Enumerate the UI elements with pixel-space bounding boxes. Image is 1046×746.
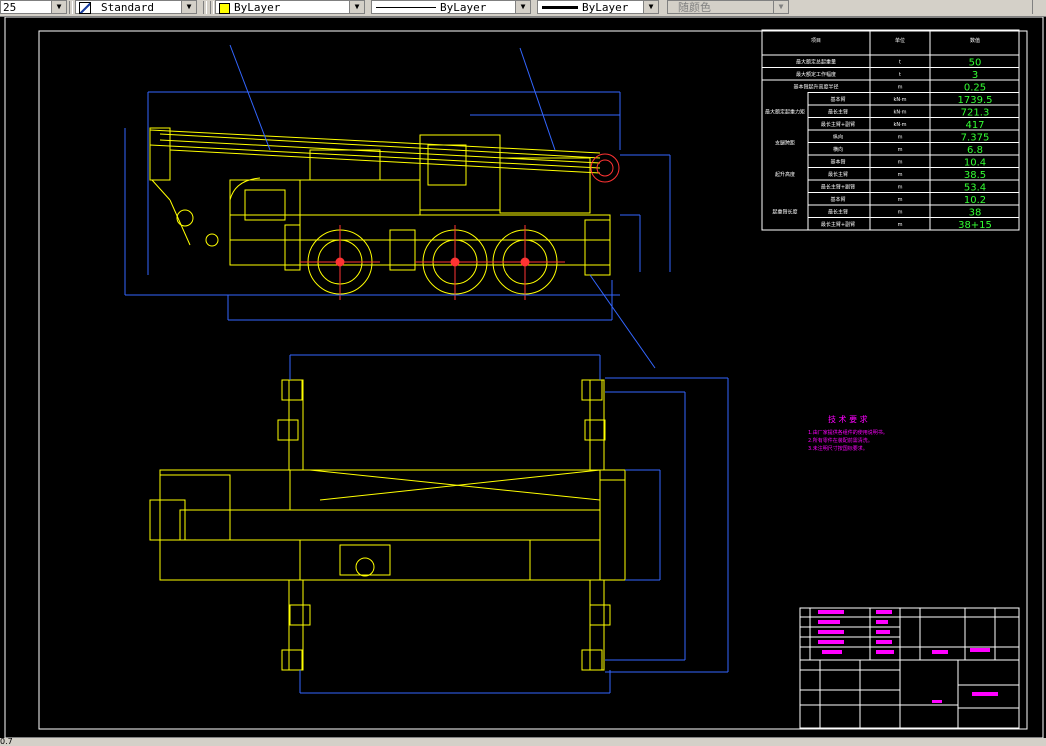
table-row-unit: m [898, 159, 903, 165]
table-row-label: 基本臂 [830, 96, 845, 103]
table-row-label: 基本臂 [830, 158, 845, 165]
table-row-value: 50 [969, 57, 982, 68]
wheel-centers [300, 225, 565, 300]
notes-line-1: 1.由厂家提供各组件的使用说明书。 [808, 429, 888, 436]
table-row-value: 53.4 [964, 182, 986, 193]
table-row-value: 7.375 [961, 132, 990, 143]
lineweight-value: ByLayer [582, 1, 629, 14]
drawing-area[interactable]: 项目 单位 数值最大额定总起重量 t 50 最大额定工作幅度 t 3 基本臂起升高度半径 m 0.2… [0, 17, 1046, 738]
table-row-unit: t [899, 72, 901, 78]
title-block [799, 607, 1020, 729]
table-row-label: 最大额定总起重量 [796, 58, 836, 65]
crane-side-view [149, 127, 620, 295]
chevron-down-icon[interactable]: ▼ [51, 1, 66, 13]
chevron-down-icon[interactable]: ▼ [349, 1, 364, 13]
top-view-dimensions [289, 354, 729, 694]
toolbar-separator [69, 1, 73, 14]
color-value: ByLayer [234, 1, 281, 14]
color-swatch [219, 3, 230, 14]
table-row-label: 基本臂 [830, 196, 845, 203]
table-row-value: 38 [969, 207, 982, 218]
table-row-unit: kN·m [893, 97, 906, 103]
table-row-unit: m [898, 172, 903, 178]
command-text: 0.7 [0, 737, 13, 746]
drawing-border [38, 30, 1028, 730]
table-header-1: 单位 [895, 37, 905, 44]
table-row-unit: m [898, 197, 903, 203]
table-row-unit: kN·m [893, 109, 906, 115]
table-row-label: 纵向 [833, 133, 843, 140]
notes-title: 技 术 要 求 [828, 414, 868, 424]
table-row-value: 721.3 [961, 107, 990, 118]
table-row-value: 10.4 [964, 157, 986, 168]
table-row-value: 3 [972, 70, 978, 81]
plot-style-value: 随颜色 [678, 1, 711, 14]
chevron-down-icon[interactable]: ▼ [181, 1, 196, 13]
table-row-unit: t [899, 59, 901, 65]
chevron-down-icon[interactable]: ▼ [515, 1, 530, 13]
table-row-value: 0.25 [964, 82, 986, 93]
table-row-value: 417 [965, 120, 984, 131]
chevron-down-icon[interactable]: ▼ [643, 1, 658, 13]
table-group-label: 最大额定起重力矩 [765, 108, 805, 115]
toolbar-end [1032, 0, 1046, 14]
table-group-label: 起升高度 [775, 171, 795, 178]
linetype-combo[interactable]: ByLayer ▼ [371, 0, 531, 14]
table-row-label: 最大额定工作幅度 [796, 71, 836, 78]
title-block-labels [818, 610, 998, 703]
table-row-unit: kN·m [893, 122, 906, 128]
lineweight-combo[interactable]: ByLayer ▼ [537, 0, 659, 14]
technical-notes: 技 术 要 求 1.由厂家提供各组件的使用说明书。 2.所有零件在装配前需清洗。… [808, 414, 888, 452]
toolbar-separator [203, 1, 207, 14]
table-row-unit: m [898, 209, 903, 215]
table-row-label: 最长主臂 [828, 171, 848, 178]
table-row-label: 最长主臂+副臂 [821, 183, 855, 190]
table-row-value: 10.2 [964, 195, 986, 206]
table-row-label: 最长主臂+副臂 [821, 221, 855, 228]
table-row-label: 横向 [833, 146, 843, 153]
table-row-unit: m [898, 222, 903, 228]
toolbar-separator [210, 1, 214, 14]
color-combo[interactable]: ByLayer ▼ [215, 0, 365, 14]
table-header-0: 项目 [811, 38, 821, 44]
table-row-value: 6.8 [967, 145, 983, 156]
table-row-unit: m [898, 84, 903, 90]
text-height-combo[interactable]: 25 ▼ [0, 0, 67, 14]
side-view-dimensions [124, 44, 671, 369]
table-row-label: 最长主臂+副臂 [821, 121, 855, 128]
linetype-preview [376, 7, 436, 8]
command-bar[interactable] [0, 738, 1046, 746]
chevron-down-icon[interactable]: ▼ [773, 1, 788, 13]
plot-style-combo[interactable]: 随颜色 ▼ [667, 0, 789, 14]
notes-line-3: 3.未注明尺寸按国标要求。 [808, 445, 868, 452]
lineweight-preview [542, 6, 578, 9]
table-group-label: 支腿跨距 [775, 140, 795, 147]
properties-toolbar: 25 ▼ Standard ▼ ByLayer ▼ ByLayer ▼ ByLa… [0, 0, 1046, 17]
text-style-value: Standard [101, 1, 154, 14]
table-row-unit: m [898, 184, 903, 190]
text-style-combo[interactable]: Standard ▼ [75, 0, 197, 14]
table-header-2: 数值 [970, 37, 980, 44]
table-row-value: 1739.5 [958, 95, 993, 106]
text-style-icon [79, 2, 91, 14]
table-row-unit: m [898, 134, 903, 140]
table-row-value: 38+15 [958, 220, 992, 231]
table-row-value: 38.5 [964, 170, 986, 181]
table-row-unit: m [898, 147, 903, 153]
linetype-value: ByLayer [440, 1, 487, 14]
table-row-label: 基本臂起升高度半径 [793, 83, 838, 90]
notes-line-2: 2.所有零件在装配前需清洗。 [808, 437, 873, 444]
table-row-label: 最长主臂 [828, 208, 848, 215]
table-group-label: 起重臂长度 [772, 208, 797, 215]
crane-top-view [149, 379, 626, 671]
table-row-label: 最长主臂 [828, 108, 848, 115]
text-height-value: 25 [3, 1, 17, 14]
